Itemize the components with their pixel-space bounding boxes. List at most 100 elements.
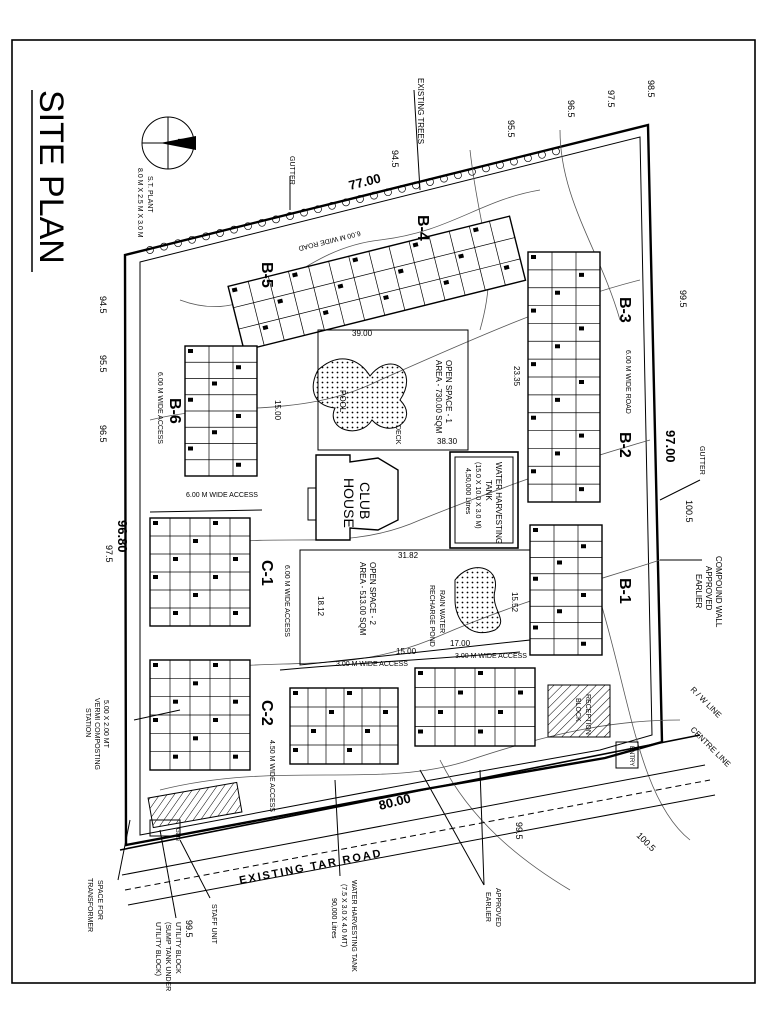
fixture bbox=[498, 710, 503, 714]
tree-icon bbox=[216, 229, 224, 237]
tree-icon bbox=[244, 222, 252, 231]
spot-levels: 94.5 95.5 96.5 97.5 98.5 99.5 100.5 100.… bbox=[98, 80, 694, 938]
north-label: N bbox=[175, 138, 187, 146]
fixture bbox=[193, 539, 198, 543]
room-wall bbox=[428, 236, 446, 301]
tree-icon bbox=[174, 239, 182, 248]
fixture bbox=[531, 308, 536, 313]
fixture bbox=[188, 349, 193, 353]
fixture bbox=[557, 560, 562, 565]
pool-label: POOL bbox=[338, 390, 347, 413]
room-wall bbox=[348, 256, 366, 321]
fixture bbox=[579, 433, 584, 438]
room-wall bbox=[267, 276, 285, 341]
dim-bottom: 80.00 bbox=[377, 790, 412, 812]
fixture bbox=[212, 430, 217, 435]
level-8: 100.5 bbox=[635, 830, 658, 853]
dim-15-52: 15.52 bbox=[510, 592, 519, 613]
block-b3-label: B-3 bbox=[616, 297, 633, 323]
fixture bbox=[418, 729, 423, 734]
dim-23: 23.35 bbox=[512, 366, 521, 387]
road-top-label: 6.00 M WIDE ROAD bbox=[298, 229, 362, 251]
tree-icon bbox=[482, 164, 490, 173]
block-b2-b3 bbox=[527, 251, 601, 503]
club-label-b: HOUSE bbox=[341, 478, 357, 528]
level-13: 95.5 bbox=[98, 355, 108, 373]
compound-a: COMPOUND WALL bbox=[714, 556, 723, 628]
tree-icon bbox=[146, 246, 154, 254]
stp-name: S.T. PLANT bbox=[146, 176, 153, 213]
fixture bbox=[383, 710, 388, 714]
approved-b: EARLIER bbox=[484, 892, 491, 922]
existing-trees-label: EXISTING TREES bbox=[416, 78, 425, 144]
transformer-b: TRANSFORMER bbox=[86, 878, 93, 932]
block-c1 bbox=[149, 517, 251, 627]
transformer-a: SPACE FOR bbox=[96, 880, 103, 920]
recharge-pond-shape bbox=[454, 567, 502, 634]
fixture bbox=[347, 748, 352, 752]
block-b2-label: B-2 bbox=[616, 432, 633, 458]
gutter-top-label: GUTTER bbox=[288, 156, 295, 185]
fixture bbox=[173, 611, 178, 615]
deck-label: DECK bbox=[394, 425, 401, 445]
fixture bbox=[311, 729, 316, 733]
open-space-2-title: OPEN SPACE - 2 bbox=[368, 562, 377, 626]
fixture bbox=[365, 729, 370, 733]
block-b6 bbox=[184, 345, 258, 477]
tree-icon bbox=[160, 242, 168, 251]
fixture bbox=[579, 380, 584, 384]
level-14: 94.5 bbox=[98, 296, 108, 314]
staff-unit bbox=[149, 819, 181, 837]
fixture bbox=[293, 691, 298, 695]
block-b6-label: B-6 bbox=[166, 398, 183, 424]
fixture bbox=[329, 710, 334, 714]
fixture bbox=[293, 748, 298, 752]
fixture bbox=[292, 272, 298, 278]
tree-icon bbox=[328, 201, 336, 210]
room-wall bbox=[489, 221, 506, 286]
block-bottom-left bbox=[289, 687, 399, 765]
open-space-1-title: OPEN SPACE - 1 bbox=[444, 360, 453, 424]
verm-c: STATION bbox=[84, 708, 91, 737]
compound-c: EARLIER bbox=[694, 574, 703, 608]
tree-icon bbox=[314, 205, 322, 214]
fixture bbox=[555, 344, 560, 349]
tree-icon bbox=[552, 147, 560, 156]
access-450-label: 4.50 M WIDE ACCESS bbox=[268, 740, 275, 812]
block-b4-label: B-4 bbox=[414, 215, 431, 241]
gutter-right-label: GUTTER bbox=[698, 446, 705, 475]
rw-line-label: R / W LINE bbox=[689, 685, 724, 720]
level-1: 94.5 bbox=[390, 150, 400, 168]
fixture bbox=[236, 414, 241, 418]
block-b5-label: B-5 bbox=[258, 262, 275, 288]
club-house bbox=[307, 454, 399, 541]
fixture bbox=[188, 397, 193, 402]
fixture bbox=[233, 611, 238, 615]
utility-block bbox=[147, 781, 243, 829]
wht2-a: WATER HARVESTING TANK bbox=[350, 880, 357, 972]
fixture bbox=[555, 451, 560, 456]
inner-boundary bbox=[139, 136, 653, 836]
fixture bbox=[193, 736, 198, 741]
fixture bbox=[188, 446, 193, 451]
room-wall bbox=[247, 281, 265, 346]
utility-a: UTILITY BLOCK bbox=[174, 922, 181, 974]
utility-c: UTILITY BLOCK) bbox=[154, 922, 161, 976]
rain-label-b: RECHARGE POND bbox=[428, 585, 435, 647]
fixture bbox=[212, 381, 217, 386]
access-b6-label: 6.00 M WIDE ACCESS bbox=[156, 372, 163, 444]
fixture bbox=[173, 754, 178, 759]
fixture bbox=[533, 625, 538, 630]
tree-icon bbox=[272, 215, 280, 224]
fixture bbox=[557, 609, 562, 614]
reception-block bbox=[547, 684, 611, 738]
compound-b: APPROVED bbox=[704, 566, 713, 611]
tree-icon bbox=[440, 174, 448, 183]
block-c2 bbox=[149, 659, 251, 771]
fixture bbox=[322, 309, 329, 316]
fixture bbox=[193, 593, 198, 597]
dim-right: 97.00 bbox=[663, 430, 678, 463]
room-wall bbox=[368, 251, 386, 316]
